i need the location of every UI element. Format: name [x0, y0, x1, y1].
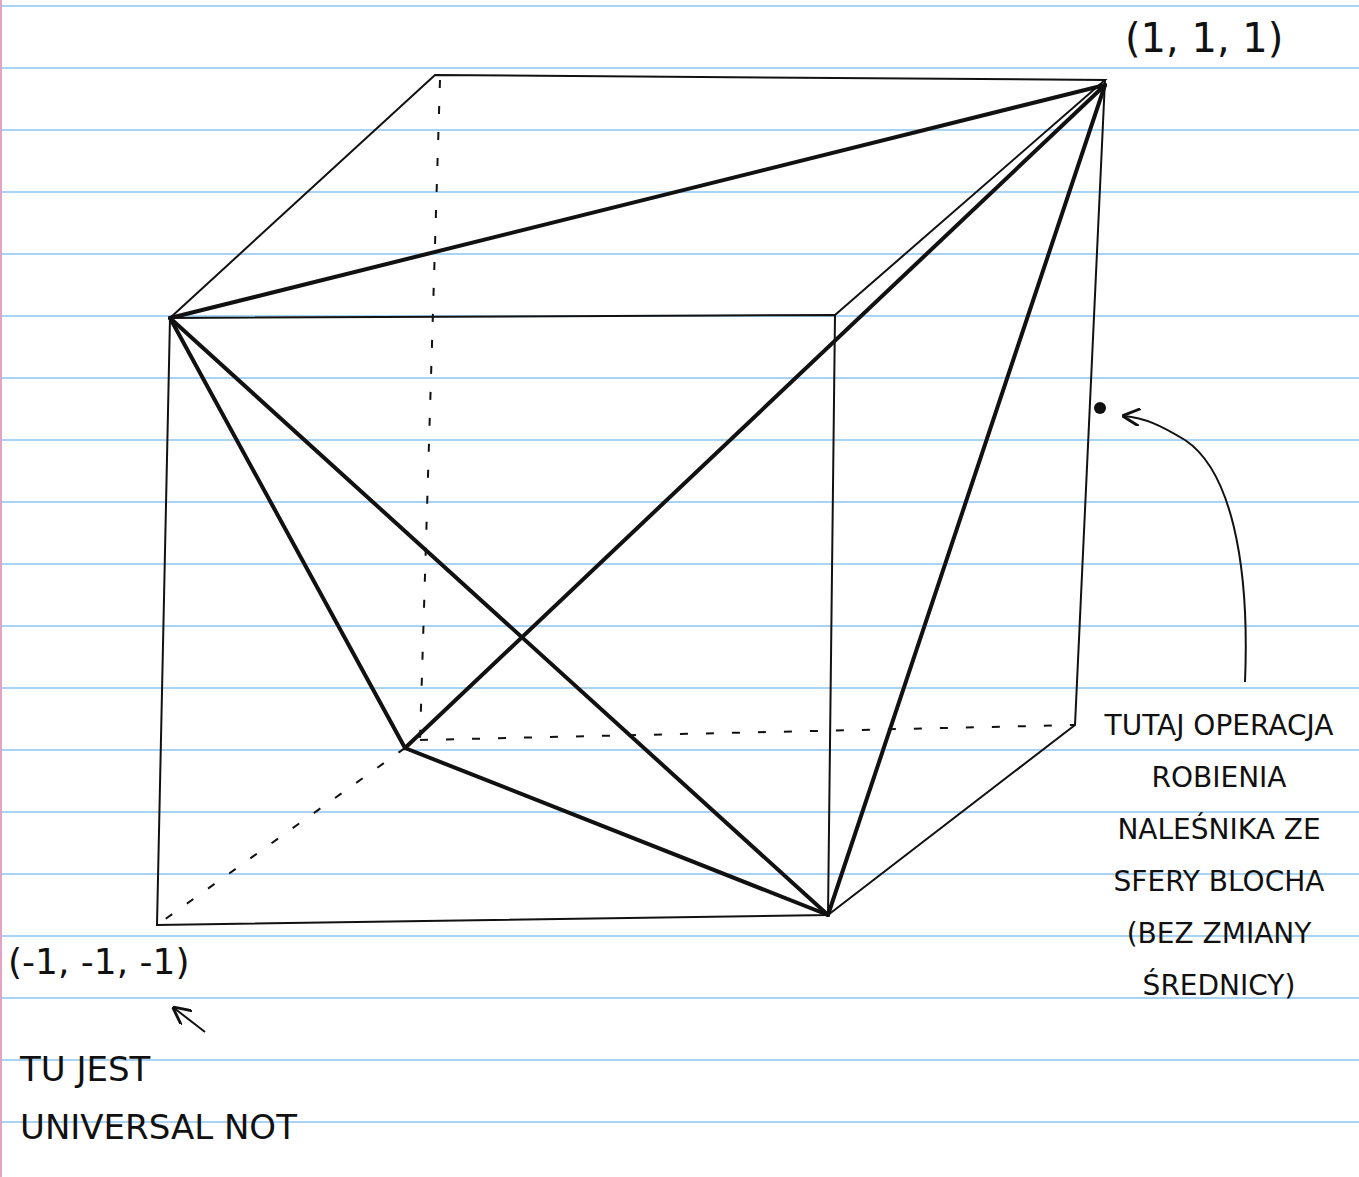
tetrahedron — [170, 85, 1105, 915]
ruled-line — [0, 501, 1359, 503]
note: TU JEST UNIVERSAL NOT — [20, 1040, 350, 1156]
ruled-line — [0, 439, 1359, 441]
ruled-lines — [0, 6, 1359, 1122]
ruled-line — [0, 811, 1359, 813]
ruled-line — [0, 5, 1359, 7]
marked-point — [1094, 402, 1106, 414]
leader-arrow — [1124, 416, 1246, 682]
cube-edges — [157, 75, 1105, 925]
ruled-line — [0, 1059, 1359, 1061]
ruled-line — [0, 67, 1359, 69]
ruled-line — [0, 563, 1359, 565]
vertex-coordinate: (1, 1, 1) — [1125, 14, 1350, 62]
leader-arrow — [174, 1008, 205, 1032]
ruled-line — [0, 749, 1359, 751]
vertex-coordinate: (-1, -1, -1) — [8, 940, 268, 984]
ruled-line — [0, 253, 1359, 255]
ruled-line — [0, 625, 1359, 627]
margin-line — [0, 0, 2, 1177]
note: TUTAJ OPERACJA ROBIENIA NALEŚNIKA ZE SFE… — [1085, 700, 1353, 1012]
ruled-line — [0, 129, 1359, 131]
ruled-line — [0, 687, 1359, 689]
